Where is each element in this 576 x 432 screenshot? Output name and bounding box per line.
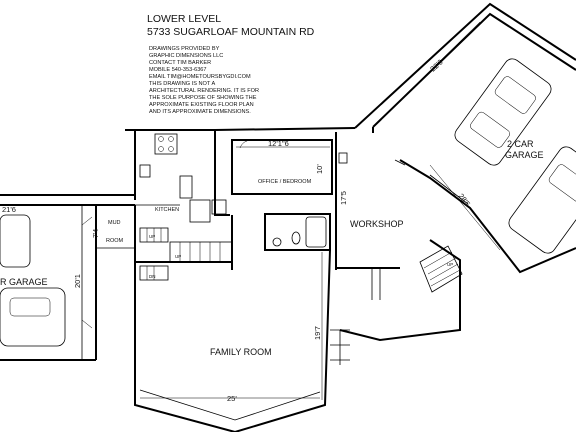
note-line: MOBILE 540-353-6367 xyxy=(149,67,207,73)
dim-workshop-side: 17'5 xyxy=(339,191,348,205)
room-label-garage: GARAGE xyxy=(505,150,544,160)
dim-left-garage-width: 21'6 xyxy=(2,205,16,214)
mud-room: MUD ROOM 7'4 xyxy=(0,194,135,360)
dim-office-width: 12'1"6 xyxy=(268,139,289,148)
two-car-garage: 2 CAR GARAGE 22'0 28'5 xyxy=(354,2,576,274)
left-garage: R GARAGE 21'6 20'1 xyxy=(0,205,96,361)
family-room: FAMILY ROOM 19'7 25' xyxy=(134,205,350,432)
workshop-stairs: UP xyxy=(371,245,463,300)
note-line: ARCHITECTURAL RENDERING. IT IS FOR xyxy=(149,88,259,94)
disclaimer-notes: DRAWINGS PROVIDED BY GRAPHIC DIMENSIONS … xyxy=(149,46,259,115)
room-label-left-garage: R GARAGE xyxy=(0,277,48,287)
center-stairs: UP UP DN xyxy=(135,215,233,281)
room-label-workshop: WORKSHOP xyxy=(350,219,404,229)
note-line: APPROXIMATE EXISTING FLOOR PLAN xyxy=(149,102,254,108)
note-line: THIS DRAWING IS NOT A xyxy=(149,81,215,87)
dim-family-width: 25' xyxy=(227,394,237,403)
note-line: GRAPHIC DIMENSIONS LLC xyxy=(149,53,223,59)
stair-label-up: UP xyxy=(447,262,453,267)
note-line: THE SOLE PURPOSE OF SHOWING THE xyxy=(149,95,257,101)
room-label-kitchen: KITCHEN xyxy=(155,207,179,213)
dim-family-depth: 19'7 xyxy=(313,326,322,340)
room-label-office: OFFICE / BEDROOM xyxy=(258,179,312,185)
dim-left-garage-depth: 20'1 xyxy=(73,274,82,288)
kitchen: KITCHEN xyxy=(125,129,230,223)
stair-label-up: UP xyxy=(149,234,155,239)
stair-label-dn: DN xyxy=(149,274,156,279)
room-label-garage: 2 CAR xyxy=(507,139,534,149)
room-label-family: FAMILY ROOM xyxy=(210,347,272,357)
plan-title: LOWER LEVEL xyxy=(147,13,221,25)
office-bedroom: OFFICE / BEDROOM 12'1"6 10' xyxy=(231,139,333,251)
room-label-mud: ROOM xyxy=(106,238,124,244)
note-line: AND ITS APPROXIMATE DIMENSIONS. xyxy=(149,109,251,115)
plan-address: 5733 SUGARLOAF MOUNTAIN RD xyxy=(147,26,315,38)
room-label-mud: MUD xyxy=(108,220,121,226)
note-line: CONTACT TIM BARKER xyxy=(149,60,211,66)
dim-mud-depth: 7'4 xyxy=(93,229,100,238)
dim-office-depth: 10' xyxy=(315,164,324,174)
workshop: WORKSHOP 17'5 UP xyxy=(214,127,463,365)
note-line: DRAWINGS PROVIDED BY xyxy=(149,46,220,52)
note-line: EMAIL TIM@HOMETOURSBYGDI.COM xyxy=(149,74,251,80)
stair-label-up: UP xyxy=(175,254,181,259)
